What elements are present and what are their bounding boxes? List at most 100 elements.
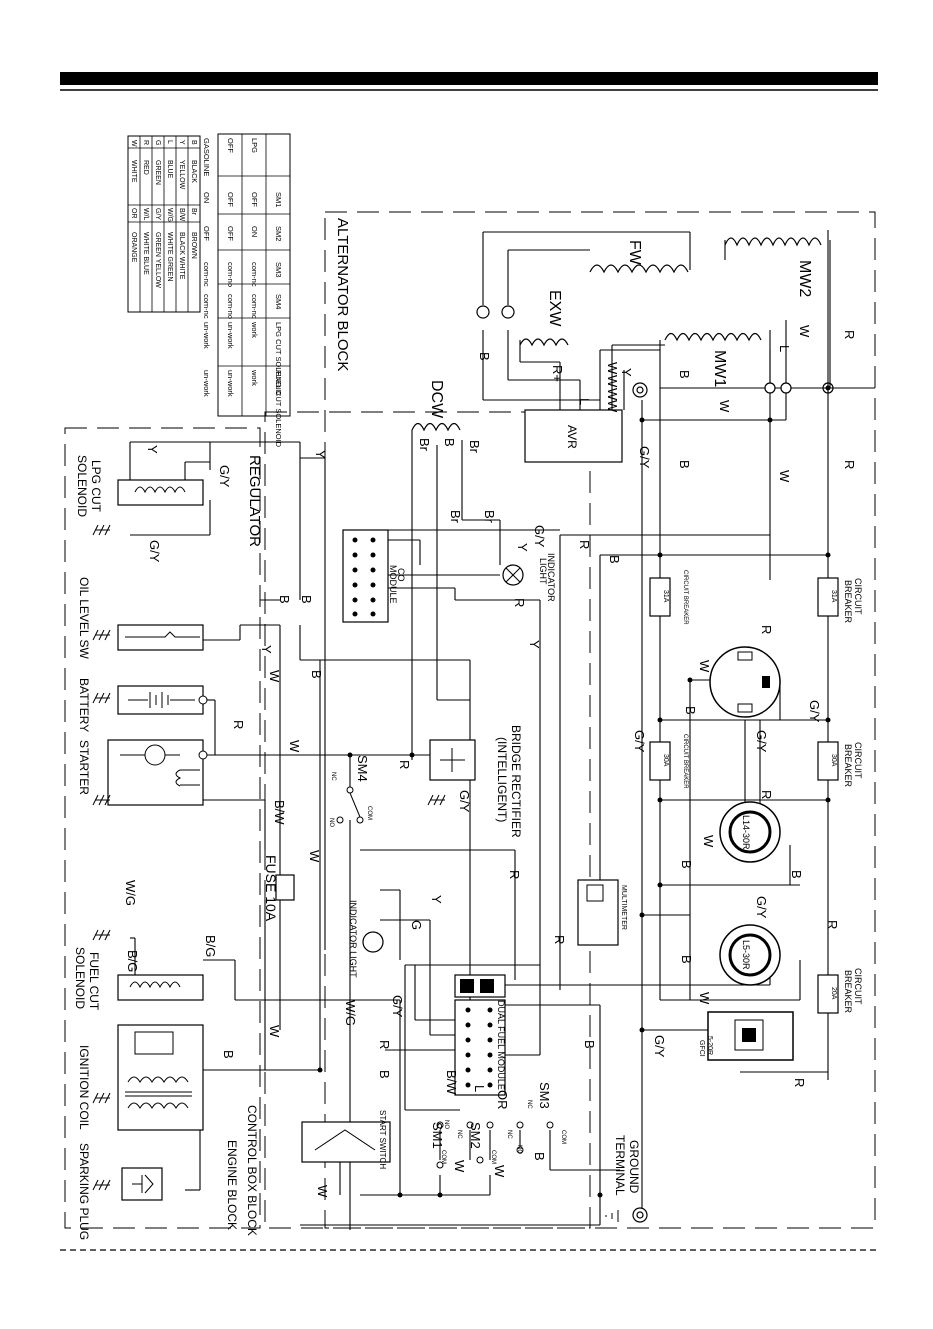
wire-label: R [507,870,522,879]
mode-cell: work [250,321,259,338]
bridge-label: BRIDGE RECTIFIER [509,725,523,838]
com-label: COM [490,1150,496,1164]
dcw-label: DCW [428,380,445,419]
mode-cell: ON [250,226,259,237]
mw1-coil [664,332,762,342]
wire-label: W [777,470,792,483]
indicator-light-mid [362,931,384,953]
sm2-label: SM2 [468,1122,483,1149]
wire-label: B [582,1040,597,1049]
regulator-label: REGULATOR [246,455,263,547]
receptacle-l5 [719,924,781,986]
wire-label: G/Y [632,730,647,753]
legend-code: G/Y [154,208,161,220]
indicator-top-label: INDICATOR [546,553,556,602]
wire-label: W [307,850,322,863]
wire-label: B [789,870,804,879]
avr-label: AVR [565,425,579,449]
legend-code: W/L [142,208,149,221]
mode-header: SM3 [274,262,283,277]
legend-code: W [130,140,137,147]
wire-label: B [677,370,692,379]
wire-label: W [605,400,620,413]
coils [411,237,822,432]
no-label: NO [443,1120,449,1129]
starter-label: STARTER [77,740,91,795]
control-box-label: CONTROL BOX BLOCK [245,1105,259,1236]
wire-label: B/W [444,1070,459,1095]
wire-label: B [683,706,698,715]
gfci-label-2: GFCI [698,1040,705,1057]
legend-color: WHITE BLUE [142,232,149,275]
cb-small-label: CIRCUIT BREAKER [682,570,688,625]
wire-label: Br [417,438,432,452]
wire-label: R [759,790,774,799]
avr-box [524,409,623,463]
legend-color: BLACK WHITE [178,232,185,280]
r-plus-label: R+ [550,365,565,382]
mode-cell: un-work [202,370,211,397]
legend-code: W/G [166,208,173,222]
wire-label: W [492,1165,507,1178]
legend-color: GREEN YELLOW [154,232,161,288]
dcw-coil [411,422,461,432]
circuit-breaker-label-2: BREAKER [843,744,853,788]
dual-fuel-label: DUAL FUEL MODULE [496,1000,506,1090]
lpg-solenoid-coil [134,486,186,494]
wire-label: R [825,920,840,929]
wire-label: R [577,540,592,549]
wire-label: Y [313,450,328,459]
battery-label: BATTERY [77,678,91,732]
wire-label: G/Y [532,525,547,548]
circuit-breaker-label: CIRCUIT [853,968,863,1005]
cb20-label: 20A [830,987,837,1000]
wire-label: R [842,460,857,469]
cb31-label: 31A [830,590,837,603]
start-switch-label: START SWITCH [378,1110,387,1169]
wire-label: Br [482,510,497,524]
mode-cell: com-nc [202,294,211,319]
fw-label: FW [626,240,643,266]
start-switch [301,1121,391,1163]
mode-cell: un-work [226,370,235,397]
wire-label: B/W [272,800,287,825]
mode-cell: GASOLINE [202,138,211,176]
co-module-label: CO [396,568,406,582]
wire-label: L [777,345,792,352]
wire-label: G/Y [457,790,472,813]
indicator-light-top [502,564,524,586]
wire-label: B [377,1070,392,1079]
wire-label: OR [495,1090,510,1110]
wire-label: B [679,860,694,869]
mode-header: SM4 [274,294,283,309]
gfci-label: 5-20R [706,1036,713,1055]
legend-color: BLACK [190,160,197,183]
wire-label: G/Y [807,700,822,723]
wire-label: B [442,438,457,447]
ground-symbols [92,524,619,1222]
mode-header: FUEL CUT SOLENOID [274,370,283,448]
cb30-label-left: 30A [662,754,669,767]
wire-label: R [231,720,246,729]
mode-cell: un-work [226,322,235,349]
header-bar [60,72,878,85]
legend-color: WHITE GREEN [166,232,173,281]
wire-label: G/Y [390,995,405,1018]
exw-label: EXW [546,290,563,327]
mode-cell: ON [202,192,211,203]
wire-label: Y [527,640,542,649]
mode-cell: com-nc [250,262,259,287]
wire-label: G/Y [652,1035,667,1058]
wire-label: Br [448,510,463,524]
wire-label: Y [619,368,634,377]
wire-label: B [607,555,622,564]
mode-header: LPG CUT SOLENOID [274,322,283,396]
bridge-label-2: (INTELLIGENT) [495,737,509,822]
legend-color: ORANGE [130,232,137,263]
wire-label: Y [259,645,274,654]
com-label: COM [440,1150,446,1164]
nc-label: NC [526,1100,532,1109]
wire-label: R [842,330,857,339]
mode-cell: com-no [226,294,235,319]
wire-label: W/G [123,880,138,906]
